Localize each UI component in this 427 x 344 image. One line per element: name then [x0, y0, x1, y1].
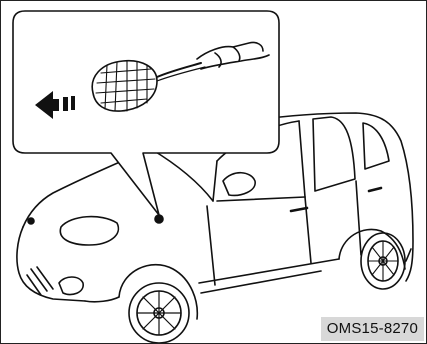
rear-wheel: [339, 229, 405, 289]
front-wheel: [119, 265, 197, 343]
figure-reference-code: OMS15-8270: [321, 317, 424, 341]
